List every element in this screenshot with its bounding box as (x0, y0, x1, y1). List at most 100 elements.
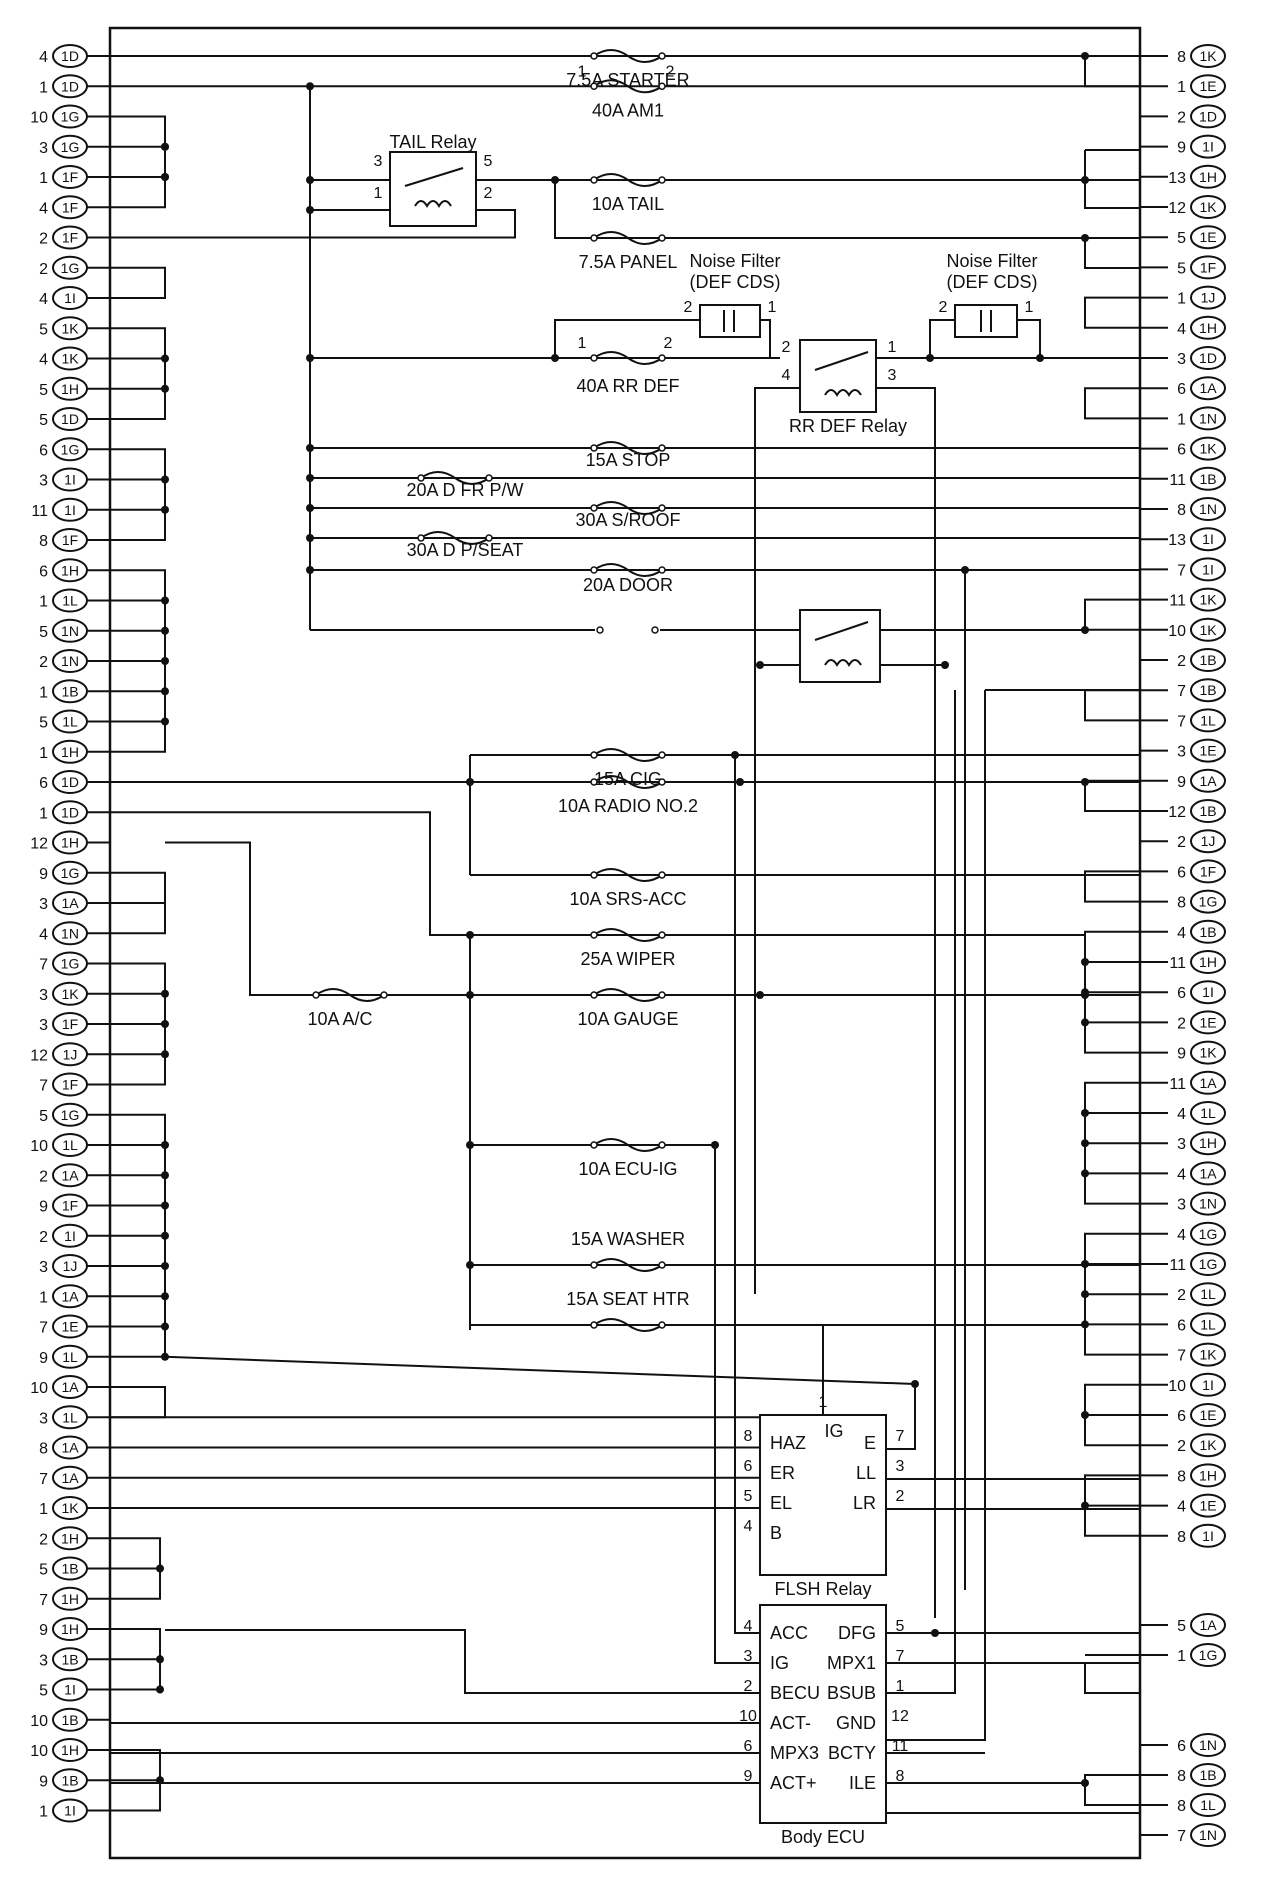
connector-pin: 1 (39, 1501, 48, 1518)
connector-code: 1B (61, 1651, 78, 1667)
nf2-title-1: Noise Filter (946, 251, 1037, 271)
connector-pin: 5 (39, 1108, 48, 1125)
connector-pin: 1 (1177, 291, 1186, 308)
connector-badge (1190, 859, 1226, 884)
door-relay-box (799, 609, 881, 683)
ecu-ig-wire (714, 1145, 760, 1664)
connector-pin: 11 (1169, 1076, 1186, 1093)
fuse-terminal (658, 82, 666, 90)
fuse-symbol (593, 1258, 663, 1272)
connector-code: 1F (62, 230, 78, 246)
fuse-terminal (590, 751, 598, 759)
left-tie (110, 902, 166, 935)
junction-dot (1081, 234, 1089, 242)
fuse-terminal (590, 778, 598, 786)
connector-code: 1E (1199, 1407, 1216, 1423)
connector-badge (1190, 1010, 1226, 1035)
connector-badge (1190, 436, 1226, 461)
connector-pin: 10 (30, 1743, 48, 1760)
connector-pin: 11 (1169, 1257, 1186, 1274)
nf1-title-2: (DEF CDS) (690, 272, 781, 292)
ecu-bsub-wire (886, 690, 956, 1694)
connector-code: 1A (1199, 380, 1217, 396)
flsh-terminal: EL (770, 1493, 792, 1513)
junction-dot (161, 354, 169, 363)
left-tie (110, 871, 166, 904)
connector-code: 1B (61, 683, 78, 699)
connector-code: 1F (1200, 259, 1216, 275)
connector-pin: 1 (1177, 1648, 1186, 1665)
junction-dot (306, 534, 314, 542)
ecu-acc-wire (734, 755, 760, 1634)
fuse-terminal (658, 444, 666, 452)
nf1-wire (554, 319, 700, 358)
connector-code: 1B (1199, 682, 1216, 698)
connector-badge (1190, 285, 1226, 310)
connector-code: 1K (1199, 592, 1217, 608)
connector-badge (1190, 1372, 1226, 1397)
junction-dot (161, 1050, 169, 1059)
junction-dot (161, 142, 169, 151)
connector-badge (1190, 1252, 1226, 1276)
fuse-terminal (590, 1321, 598, 1329)
junction-dot (1081, 1501, 1089, 1510)
fuse-terminal (596, 626, 604, 634)
fuse-terminal (658, 1321, 666, 1329)
am1-pin-1: 1 (578, 63, 587, 80)
fuse-terminal (658, 931, 666, 939)
junction-dot (161, 1322, 169, 1331)
connector-pin: 5 (1177, 230, 1186, 247)
junction-dot (1081, 1779, 1089, 1787)
connector-badge (1190, 829, 1226, 854)
fuse-terminal (658, 751, 666, 759)
connector-code: 1G (1199, 1647, 1218, 1663)
connector-code: 1K (1199, 1045, 1217, 1061)
connector-badge (1190, 104, 1226, 129)
connector-code: 1B (61, 1772, 78, 1788)
connector-pin: 12 (1168, 804, 1186, 821)
connector-pin: 6 (1177, 864, 1186, 881)
connector-code: 1N (1199, 1196, 1217, 1212)
ecu-pin: 4 (744, 1618, 753, 1635)
nf1-out (760, 319, 771, 358)
connector-code: 1N (61, 925, 79, 941)
connector-pin: 1 (39, 1804, 48, 1821)
fuse-symbol (593, 231, 663, 245)
connector-code: 1A (1199, 1617, 1217, 1633)
junction-dot (466, 931, 474, 939)
connector-code: 1K (1199, 48, 1217, 64)
connector-pin: 6 (1177, 1408, 1186, 1425)
right-tie (1084, 689, 1140, 722)
fuse-label-ac: 10A A/C (307, 1009, 372, 1029)
connector-code: 1K (61, 351, 79, 367)
connector-pin: 12 (30, 1047, 48, 1064)
connector-code: 1D (1199, 108, 1217, 124)
connector-code: 1N (1199, 410, 1217, 426)
fuse-terminal (417, 534, 425, 542)
connector-code: 1K (1199, 199, 1217, 215)
connector-badge (1190, 980, 1226, 1005)
fuse-terminal (590, 871, 598, 879)
flsh-pin: 6 (744, 1458, 753, 1475)
connector-code: 1I (1202, 984, 1214, 1000)
right-tie (1084, 870, 1140, 903)
junction-dot (756, 991, 764, 999)
connector-code: 1H (61, 562, 79, 578)
fuse-terminal (658, 234, 666, 242)
connector-badge (1190, 1643, 1226, 1667)
tail-relay-pin-5: 5 (484, 153, 493, 170)
ecu-terminal: BSUB (827, 1683, 876, 1703)
connector-pin: 2 (39, 654, 48, 671)
flsh-terminal: HAZ (770, 1433, 806, 1453)
nf2-wire (929, 319, 955, 358)
connector-code: 1H (61, 381, 79, 397)
tail-relay-coil (414, 200, 452, 208)
connector-pin: 2 (1177, 109, 1186, 126)
connector-code: 1B (1199, 924, 1216, 940)
connector-pin: 9 (1177, 774, 1186, 791)
connector-badge (1190, 1733, 1226, 1757)
fuse-terminal (590, 82, 598, 90)
connector-code: 1B (1199, 1767, 1216, 1783)
connector-code: 1J (1201, 833, 1216, 849)
